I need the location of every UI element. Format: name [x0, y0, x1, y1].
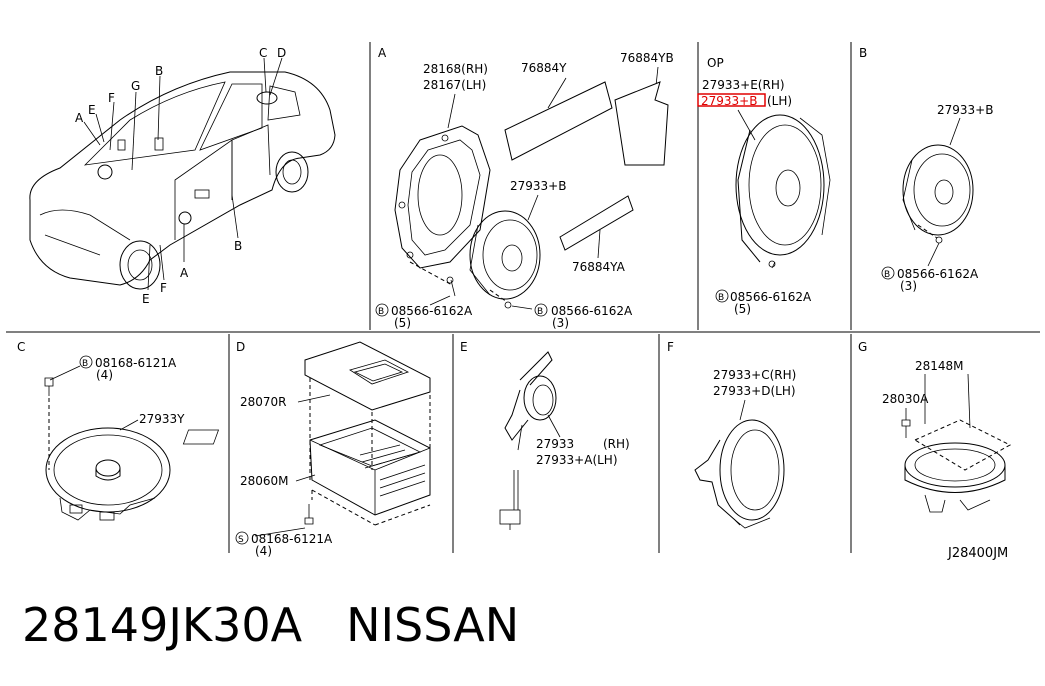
caption: 28149JK30A NISSAN: [22, 598, 519, 652]
screw-08168-d: 08168-6121A: [251, 532, 333, 546]
part-lh-side: (LH): [767, 94, 792, 108]
option-label: OP: [707, 56, 724, 70]
callout-g: G: [131, 79, 140, 93]
bolt-08566-a1: 08566-6162A: [391, 304, 473, 318]
part-27933b-panel-b: 27933+B: [937, 103, 993, 117]
panel-a: A 28168(RH) 28167(LH) 76884Y 76884YB 279…: [375, 46, 674, 330]
panel-op: OP 27933+E(RH) 27933+B (LH) B 08566-6162…: [697, 56, 831, 316]
section-label-a: A: [378, 46, 387, 60]
section-label-b: B: [859, 46, 867, 60]
part-28030a: 28030A: [882, 392, 929, 406]
panel-dividers: [6, 42, 1040, 553]
bolt-qty-a2: (3): [552, 316, 569, 330]
part-28060m: 28060M: [240, 474, 289, 488]
bolt-symbol-b: B: [884, 270, 890, 280]
part-76884y: 76884Y: [521, 61, 567, 75]
diagram-code: J28400JM: [947, 546, 1008, 561]
caption-brand: NISSAN: [346, 598, 520, 652]
parts-diagram: A B C D E F G A B E F A 28168(RH) 28167(…: [6, 42, 1040, 561]
bolt-qty-op: (5): [734, 302, 751, 316]
section-label-e: E: [460, 340, 468, 354]
callout-f-top: F: [108, 91, 115, 105]
callout-e-bottom: E: [142, 292, 150, 306]
part-27933b: 27933+B: [510, 179, 566, 193]
section-label-c: C: [17, 340, 25, 354]
screw-symbol-d: S: [238, 535, 244, 545]
bolt-symbol-a2: B: [537, 307, 543, 317]
panel-g: G 28148M 28030A: [858, 340, 1012, 513]
panel-b: B 27933+B B 08566-6162A (3): [859, 46, 993, 293]
screw-qty-d: (4): [255, 544, 272, 558]
bolt-qty-a1: (5): [394, 316, 411, 330]
callout-d: D: [277, 46, 286, 60]
callout-b-bottom: B: [234, 239, 242, 253]
bolt-symbol-op: B: [718, 293, 724, 303]
panel-c: C B 08168-6121A (4) 27933Y: [17, 340, 185, 521]
part-28167-lh: 28167(LH): [423, 78, 486, 92]
callout-a-top: A: [75, 111, 84, 125]
bolt-08566-a2: 08566-6162A: [551, 304, 633, 318]
panel-d: D 28070R 28060M S 08168-6121A (4): [182, 340, 431, 558]
bolt-08168-c: 08168-6121A: [95, 356, 177, 370]
panel-f: F 27933+C(RH) 27933+D(LH): [667, 340, 796, 529]
bolt-08566-b: 08566-6162A: [897, 267, 979, 281]
part-27933-rh: 27933: [536, 437, 574, 451]
part-28168-rh: 28168(RH): [423, 62, 488, 76]
section-label-d: D: [236, 340, 245, 354]
overview-callouts: A B C D E F G A B E F: [75, 46, 286, 306]
part-27933a-lh: 27933+A(LH): [536, 453, 618, 467]
part-27933e-rh: 27933+E(RH): [702, 78, 785, 92]
bolt-symbol-a1: B: [378, 307, 384, 317]
bolt-08566-op: 08566-6162A: [730, 290, 812, 304]
panel-e: E 27933 (RH) 27933+A(LH): [460, 340, 630, 530]
callout-c: C: [259, 46, 267, 60]
callout-a-bottom: A: [180, 266, 189, 280]
part-76884ya: 76884YA: [572, 260, 626, 274]
part-27933b-highlighted: 27933+B: [701, 94, 757, 108]
bolt-qty-c: (4): [96, 368, 113, 382]
section-label-f: F: [667, 340, 674, 354]
part-27933y: 27933Y: [139, 412, 185, 426]
caption-part-number: 28149JK30A: [22, 598, 303, 652]
part-28070r: 28070R: [240, 395, 287, 409]
callout-b-top: B: [155, 64, 163, 78]
section-label-g: G: [858, 340, 867, 354]
callout-f-bottom: F: [160, 281, 167, 295]
part-27933-rh-side: (RH): [603, 437, 630, 451]
part-76884yb: 76884YB: [620, 51, 674, 65]
car-overview: [29, 71, 336, 290]
part-28148m: 28148M: [915, 359, 964, 373]
bolt-qty-b: (3): [900, 279, 917, 293]
callout-e-top: E: [88, 103, 96, 117]
part-27933c-rh: 27933+C(RH): [713, 368, 796, 382]
part-27933d-lh: 27933+D(LH): [713, 384, 796, 398]
bolt-symbol-c: B: [82, 359, 88, 369]
highlight-box: [697, 93, 766, 107]
overview-callout-lines: [83, 57, 283, 291]
